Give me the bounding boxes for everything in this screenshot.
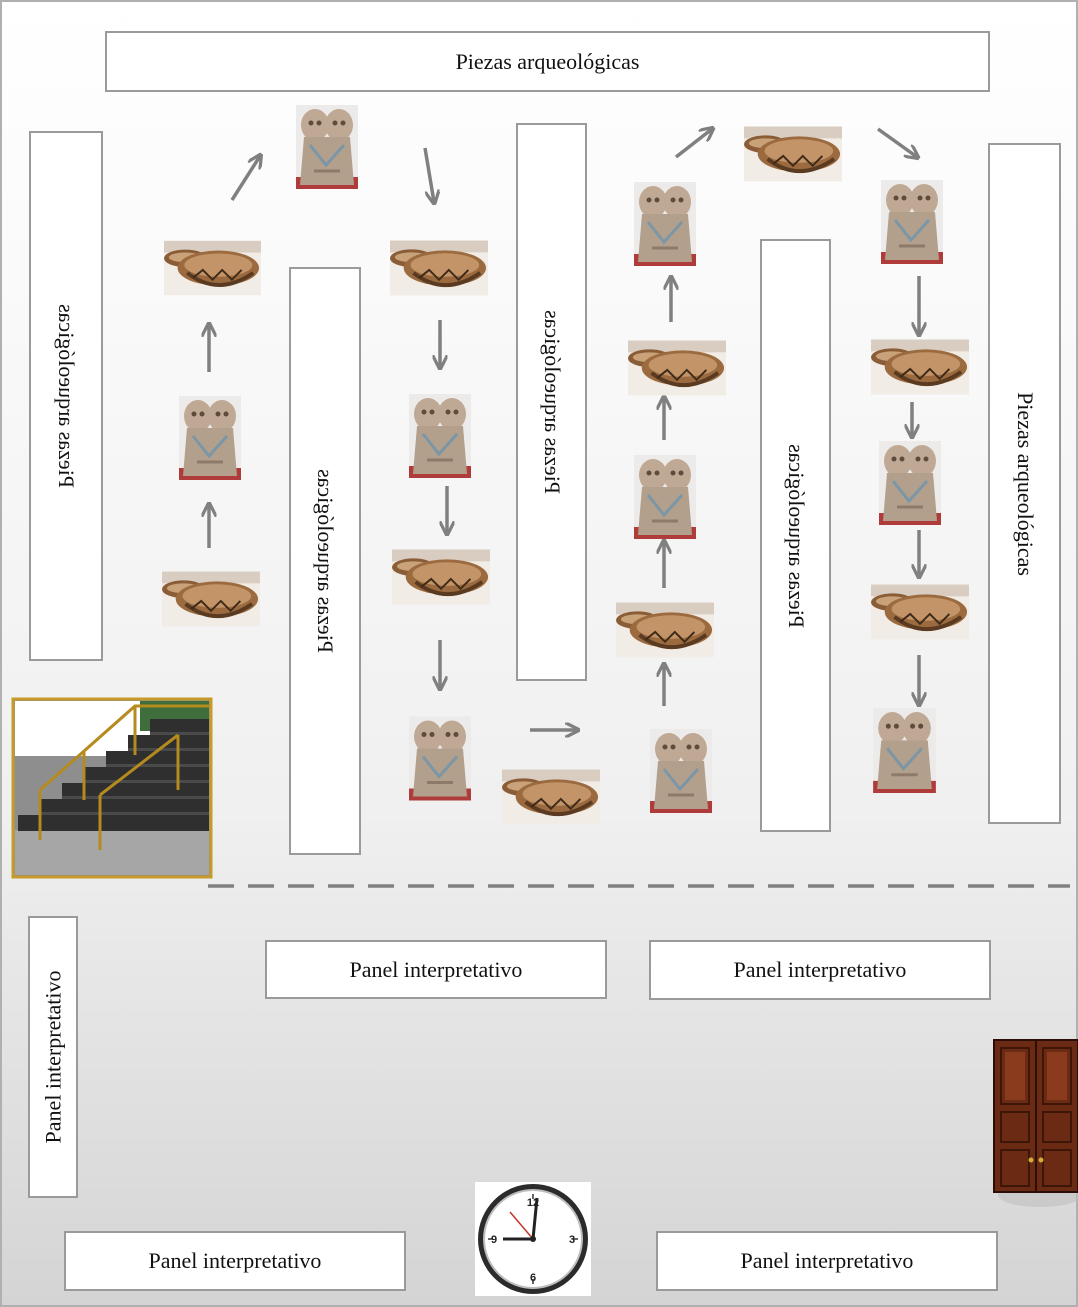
route-arrow: [230, 156, 260, 201]
route-arrow: [674, 129, 712, 159]
clock-number-9: 9: [491, 1234, 497, 1246]
vertical-panel-2: Piezas arqueológicas: [289, 267, 361, 855]
clock-icon: 12 3 6 9: [475, 1182, 591, 1296]
bowl-piece: [871, 584, 969, 640]
vertical-panel-1: Piezas arqueológicas: [29, 131, 103, 661]
interpretive-panel-bottom-right: Panel interpretativo: [656, 1231, 998, 1291]
bowl-piece: [502, 769, 600, 825]
title-panel-label: Piezas arqueológicas: [455, 48, 640, 74]
clock-number-6: 6: [530, 1272, 536, 1284]
bowl-piece: [616, 602, 714, 658]
interpretive-panel-label: Panel interpretativo: [740, 1248, 914, 1273]
vertical-panel-label: Piezas arqueológicas: [313, 469, 338, 653]
figurine-piece: [873, 708, 936, 793]
vertical-panel-label: Piezas arqueológicas: [783, 443, 809, 628]
bowl-piece: [162, 571, 260, 627]
route-arrow: [423, 147, 434, 202]
vertical-panel-label: Piezas arqueológicas: [1012, 391, 1038, 576]
clock-number-3: 3: [569, 1234, 575, 1246]
bowl-piece: [164, 240, 261, 296]
interpretive-panel-middle-left: Panel interpretativo: [265, 940, 607, 999]
bowl-piece: [744, 126, 842, 182]
bowl-piece: [628, 340, 726, 396]
figurine-piece: [650, 729, 712, 813]
interpretive-panel-bottom-left: Panel interpretativo: [64, 1231, 406, 1291]
interpretive-panel-label: Panel interpretativo: [349, 956, 523, 982]
figurine-piece: [409, 716, 471, 801]
figurine-piece: [179, 396, 241, 480]
bowl-piece: [871, 339, 969, 395]
bowl-piece: [392, 549, 490, 605]
interpretive-panel-label: Panel interpretativo: [40, 970, 66, 1144]
interpretive-panel-label: Panel interpretativo: [148, 1248, 322, 1273]
interpretive-panel-middle-right: Panel interpretativo: [649, 940, 991, 1000]
bowl-piece: [390, 240, 488, 296]
figurine-piece: [634, 455, 696, 539]
figurine-piece: [296, 105, 358, 189]
vertical-panel-label: Piezas arqueológicas: [539, 310, 565, 494]
figurine-piece: [409, 394, 471, 478]
figurine-piece: [879, 441, 941, 525]
route-arrow: [876, 127, 917, 157]
figurine-piece: [881, 180, 943, 264]
interpretive-panel-label: Panel interpretativo: [733, 957, 907, 982]
vertical-panel-5: Piezas arqueológicas: [988, 143, 1061, 824]
vertical-panel-4: Piezas arqueológicas: [760, 239, 831, 832]
staircase-image: [11, 697, 213, 879]
door-image: [993, 1039, 1078, 1207]
figurine-piece: [634, 182, 696, 266]
vertical-panel-label: Piezas arqueológicas: [54, 304, 79, 488]
title-panel: Piezas arqueológicas: [105, 31, 990, 92]
visitor-route-arrows: [209, 129, 919, 730]
interpretive-panel-left-vertical: Panel interpretativo: [28, 916, 78, 1198]
vertical-panel-3: Piezas arqueológicas: [516, 123, 587, 681]
